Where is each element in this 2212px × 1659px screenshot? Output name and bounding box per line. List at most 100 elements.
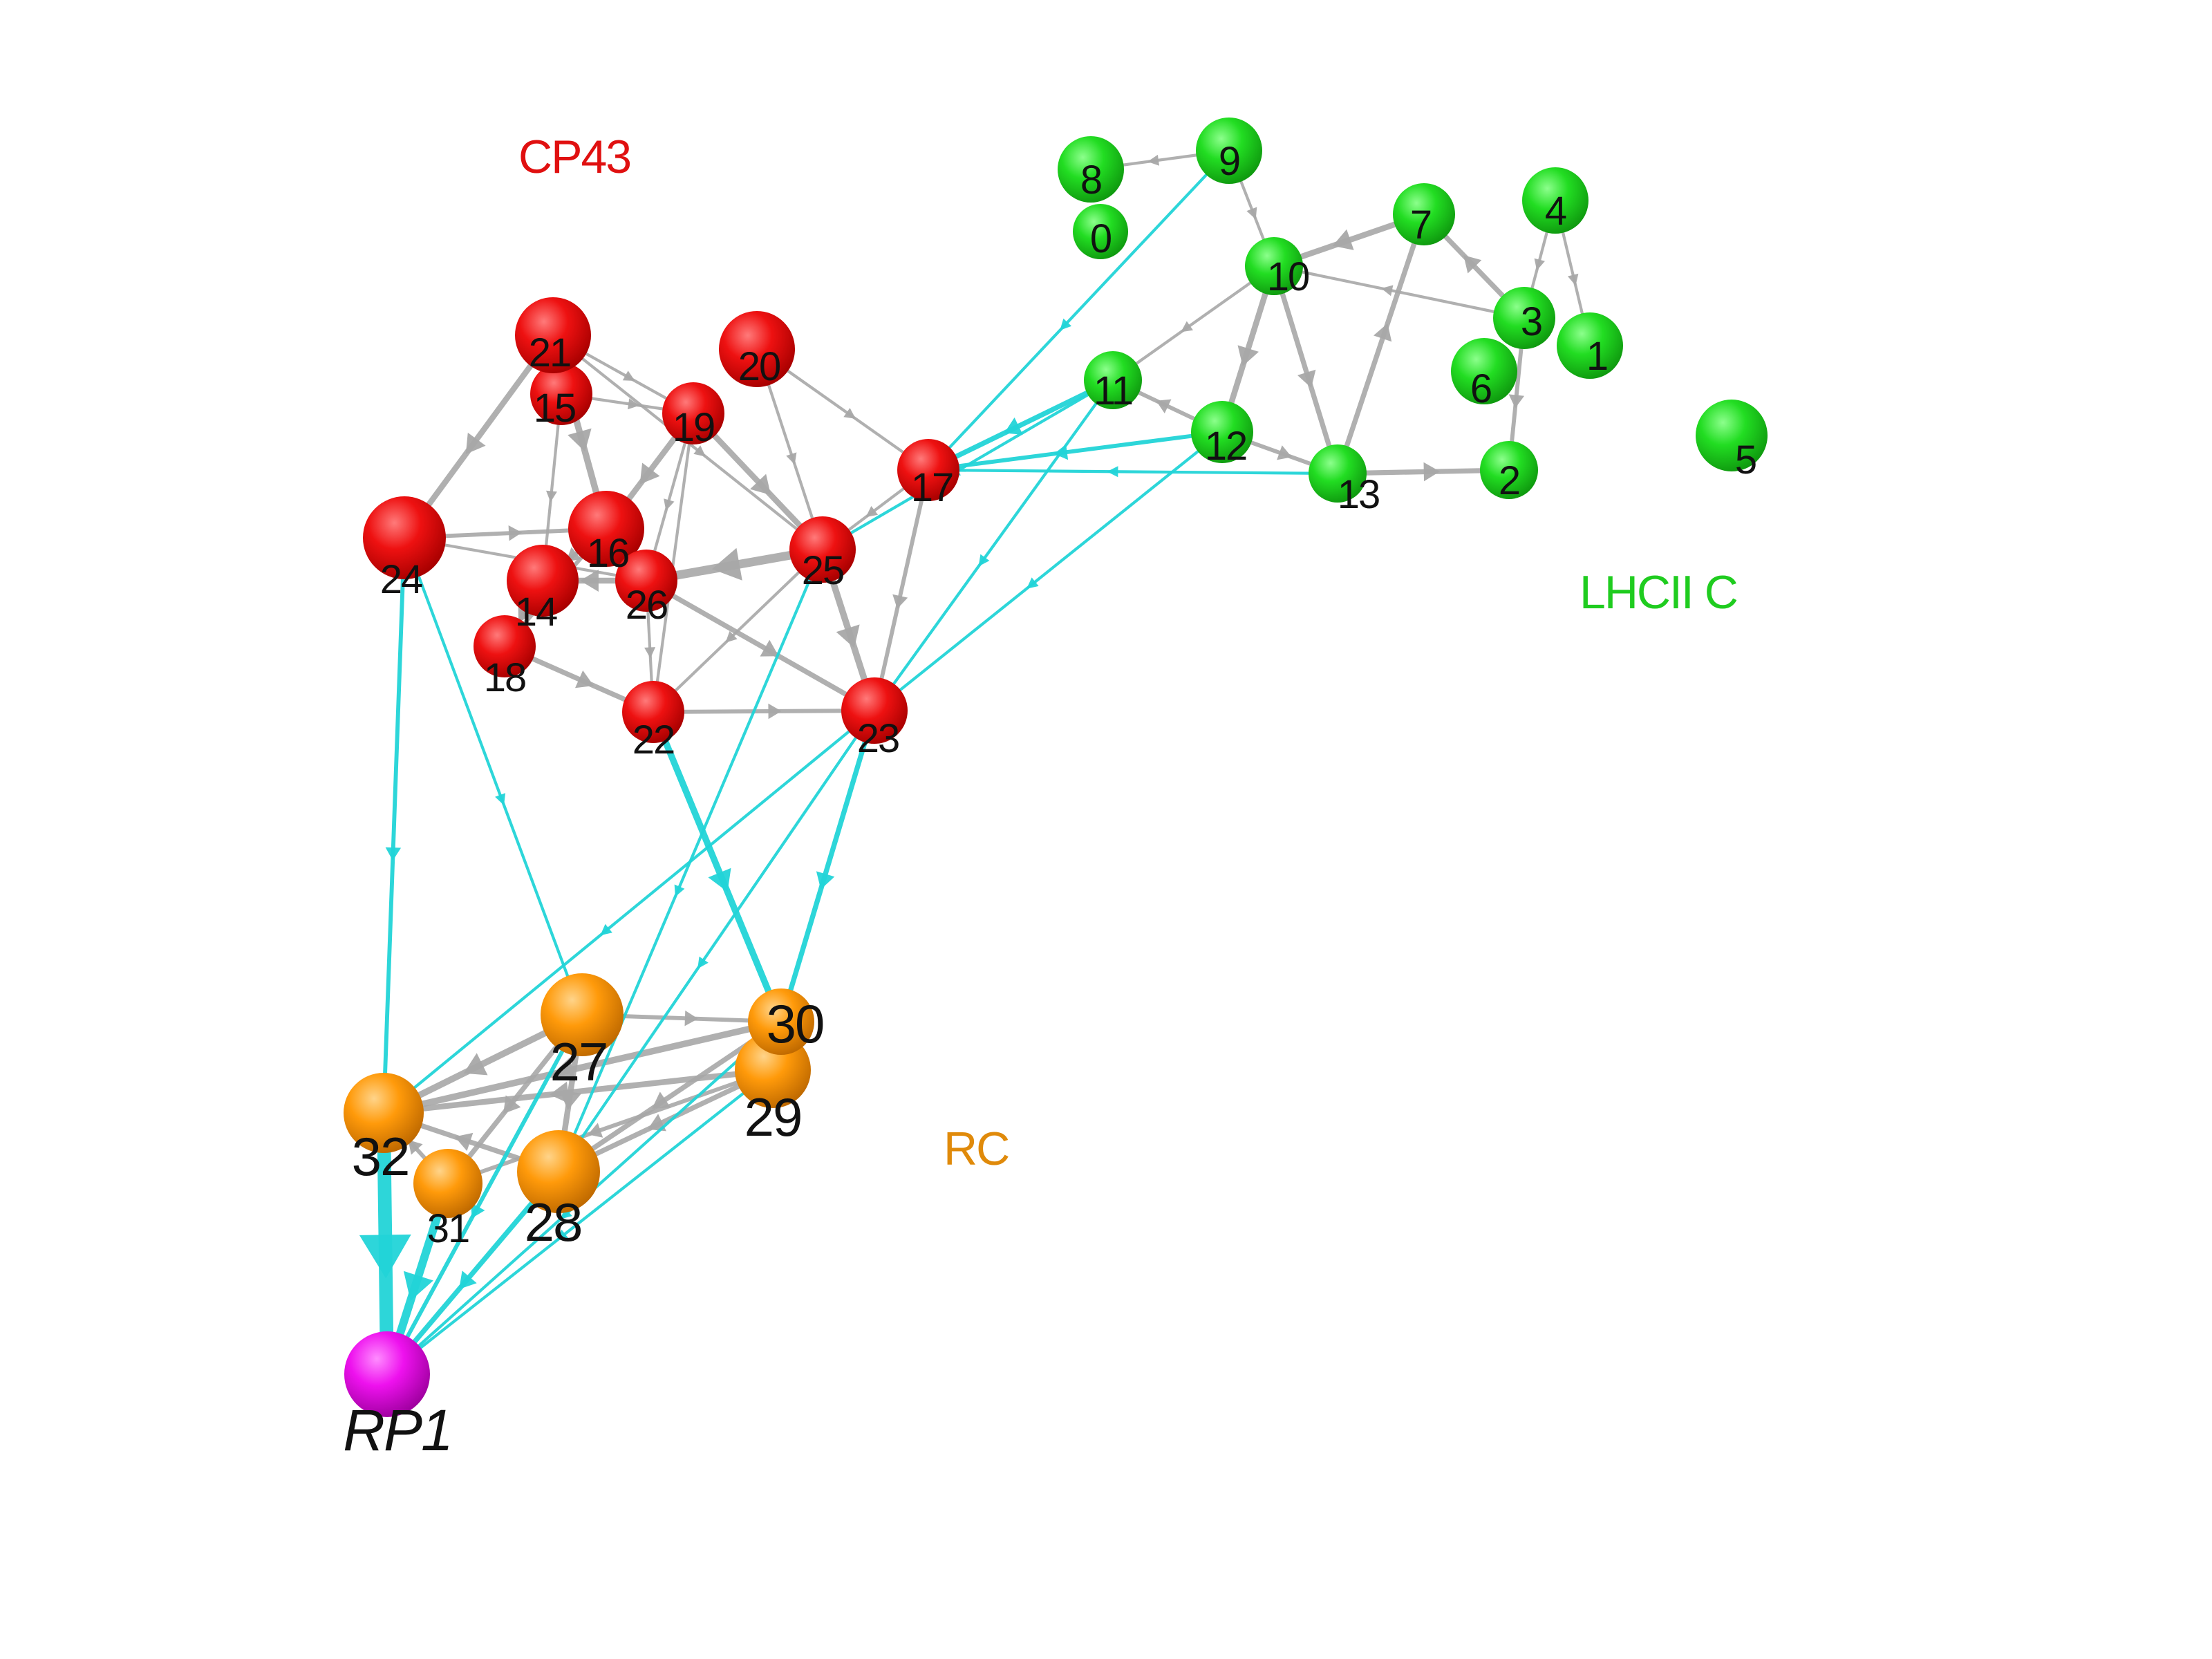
node-26 [615,550,677,612]
node-11 [1084,351,1142,409]
node-label-30: 30 [767,993,824,1054]
node-label-6: 6 [1470,366,1491,411]
edge-23-to-30 [778,708,877,1024]
node-20 [719,311,795,387]
edge-29-to-RP1 [385,1068,775,1376]
group-label-cp43: CP43 [518,131,630,183]
node-28 [517,1130,600,1213]
edge-27-to-RP1 [385,1013,584,1376]
edge-22-to-30 [650,709,785,1025]
node-label-21: 21 [529,330,571,375]
node-label-4: 4 [1545,189,1566,234]
node-label-14: 14 [515,590,557,635]
node-15 [530,363,592,425]
node-32 [344,1073,424,1153]
node-label-22: 22 [632,718,675,762]
node-19 [662,382,724,444]
edge-29-to-32 [380,1067,776,1116]
node-8 [1058,136,1124,203]
group-label-lhcii: LHCII C [1580,566,1737,619]
node-label-19: 19 [673,405,715,450]
node-label-11: 11 [1094,368,1132,413]
edge-9-to-17 [926,149,1231,472]
nodes [344,118,1768,1417]
node-label-5: 5 [1735,438,1756,482]
node-25 [789,516,856,583]
node-label-1: 1 [1586,334,1607,379]
edge-23-to-28 [556,709,877,1174]
node-label-7: 7 [1410,203,1431,247]
node-label-3: 3 [1521,299,1541,344]
node-label-15: 15 [534,386,576,431]
edge-21-to-24 [401,332,556,541]
node-RP1 [344,1331,430,1417]
node-label-8: 8 [1080,158,1101,203]
edge-26-to-23 [644,578,877,713]
node-label-9: 9 [1219,139,1239,184]
node-label-31: 31 [427,1206,469,1251]
node-21 [515,297,591,373]
node-30 [748,988,814,1055]
node-27 [541,973,624,1056]
edge-17-to-23 [872,468,930,713]
transfer-edges [359,149,1340,1381]
node-label-25: 25 [802,548,844,593]
edge-13-to-17 [926,466,1340,478]
node-4 [1522,167,1588,234]
node-label-20: 20 [738,344,780,389]
node-3 [1493,287,1555,349]
edge-10-to-13 [1271,263,1340,476]
node-12 [1191,401,1253,463]
node-label-26: 26 [626,583,668,628]
node-16 [568,491,644,567]
node-14 [507,545,579,617]
edge-32-to-RP1 [359,1106,411,1381]
node-17 [897,439,959,501]
edge-24-to-32 [382,536,406,1115]
edge-12-to-23 [872,430,1224,713]
group-label-rc: RC [944,1123,1009,1175]
edge-11-to-25 [821,378,1115,552]
node-2 [1480,441,1538,499]
edge-11-to-23 [872,378,1115,713]
node-22 [622,681,684,743]
node-9 [1196,118,1262,184]
node-18 [474,615,536,677]
group-labels: CP43 LHCII C RC [518,131,1738,1175]
node-label-17: 17 [911,465,953,510]
node-label-0: 0 [1090,216,1111,261]
edge-30-to-32 [380,1018,785,1116]
node-0 [1073,204,1128,259]
node-label-27: 27 [550,1031,608,1092]
edge-23-to-32 [382,709,877,1115]
node-7 [1393,183,1455,245]
node-1 [1557,312,1623,379]
edge-3-to-10 [1272,264,1526,320]
edge-25-to-28 [556,547,825,1174]
node-label-23: 23 [857,716,899,761]
node-label-2: 2 [1499,458,1519,503]
edge-10-to-11 [1111,264,1276,382]
edge-22-to-23 [651,703,877,720]
node-label-12: 12 [1205,424,1247,469]
node-label-24: 24 [380,557,422,602]
node-6 [1451,338,1517,404]
node-23 [841,677,908,744]
node-label-28: 28 [525,1192,582,1253]
edge-28-to-RP1 [384,1169,561,1377]
node-label-29: 29 [744,1087,802,1147]
node-5 [1696,400,1768,471]
node-label-16: 16 [587,531,629,576]
edge-11-to-17 [926,377,1116,473]
node-label-32: 32 [352,1126,409,1187]
node-label-18: 18 [484,655,526,700]
node-label-10: 10 [1267,254,1309,299]
edge-24-to-27 [402,536,584,1017]
node-13 [1309,444,1367,503]
node-24 [363,496,446,579]
edge-13-to-7 [1335,212,1427,476]
node-31 [413,1149,482,1218]
node-10 [1245,237,1303,295]
